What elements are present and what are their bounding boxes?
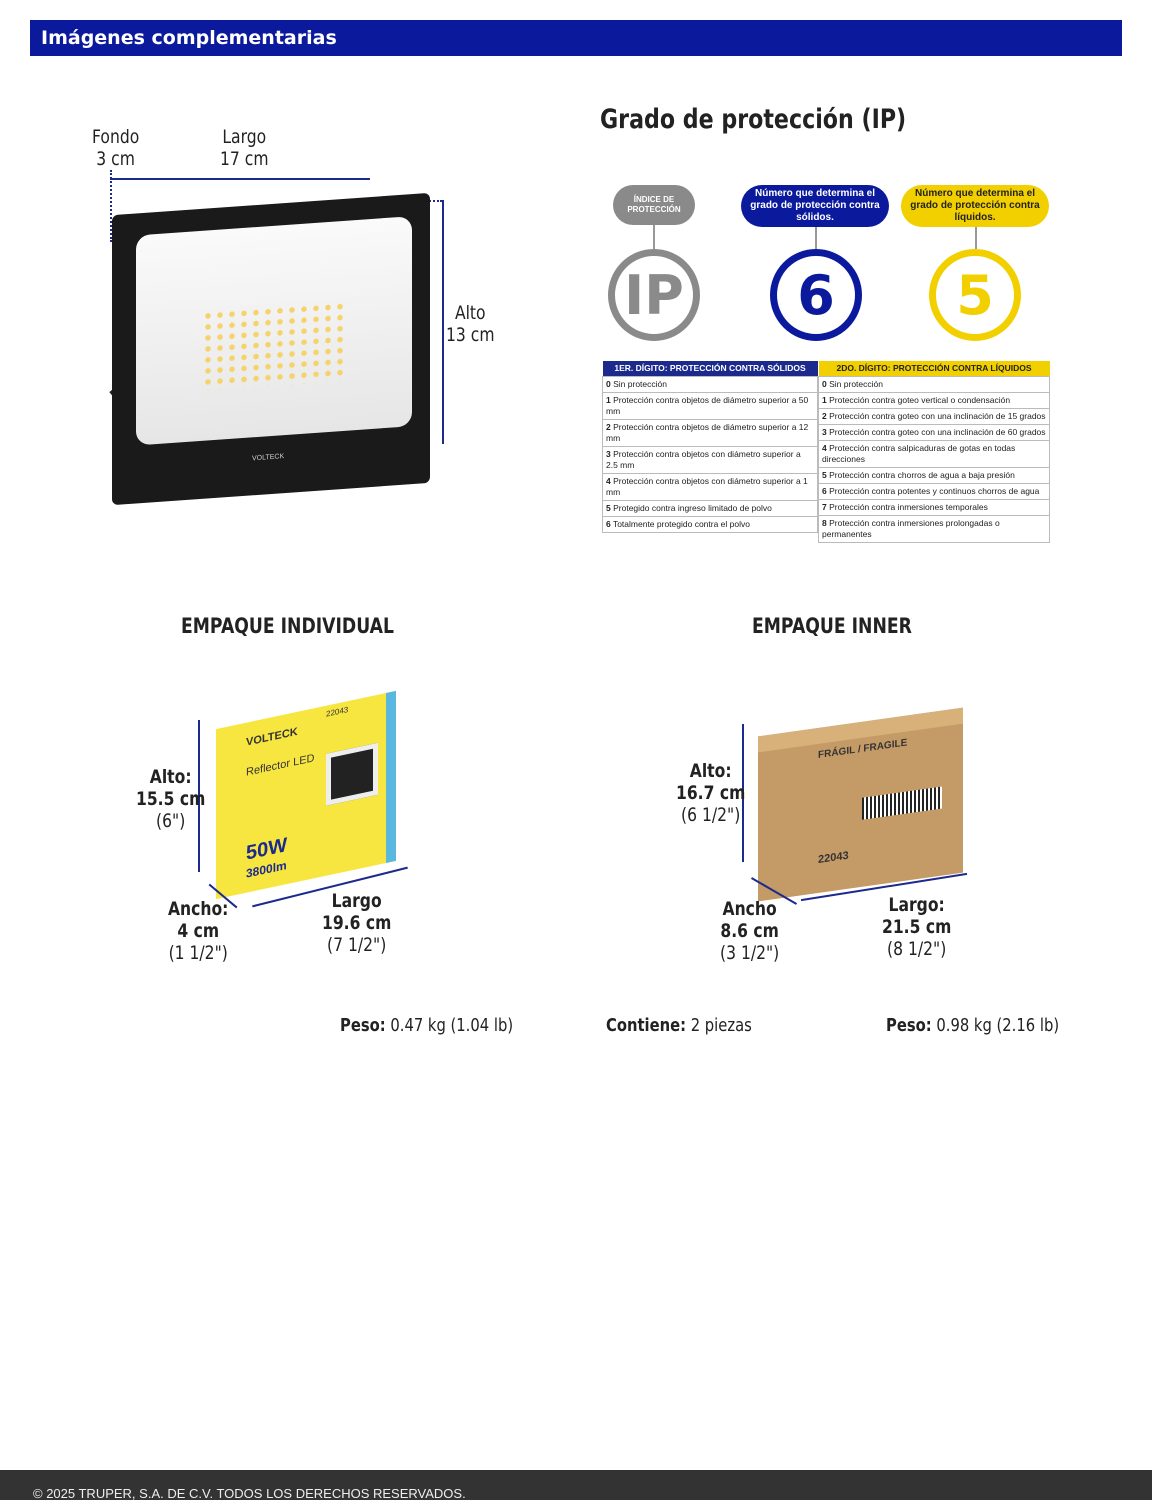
individual-ancho: Ancho:4 cm(1 1/2") bbox=[168, 898, 229, 964]
individual-box-image: VOLTECK Reflector LED 50W 3800lm 22043 bbox=[216, 690, 406, 900]
row-text: Protección contra goteo con una inclinac… bbox=[829, 411, 1046, 421]
table-row: 1 Protección contra goteo vertical o con… bbox=[818, 392, 1050, 409]
row-text: Protección contra objetos con diámetro s… bbox=[606, 449, 801, 470]
table-row: 4 Protección contra objetos con diámetro… bbox=[602, 473, 818, 501]
table-row: 0 Sin protección bbox=[818, 376, 1050, 393]
ip-title: Grado de protección (IP) bbox=[600, 104, 907, 135]
footer-copyright: © 2025 TRUPER, S.A. DE C.V. TODOS LOS DE… bbox=[0, 1470, 1152, 1501]
table-cell: 8 Protección contra inmersiones prolonga… bbox=[818, 515, 1050, 543]
table-row: 3 Protección contra objetos con diámetro… bbox=[602, 446, 818, 474]
solids-pill: Número que determina el grado de protecc… bbox=[741, 185, 889, 227]
row-text: Protección contra goteo con una inclinac… bbox=[829, 427, 1046, 437]
table-cell: 5 Protegido contra ingreso limitado de p… bbox=[602, 500, 818, 517]
inner-contents: Contiene: 2 piezas bbox=[606, 1015, 752, 1036]
table-row: 0 Sin protección bbox=[602, 376, 818, 393]
row-number: 3 bbox=[606, 449, 611, 459]
individual-title: EMPAQUE INDIVIDUAL bbox=[181, 614, 394, 638]
row-text: Totalmente protegido contra el polvo bbox=[612, 519, 750, 529]
inner-alto: Alto:16.7 cm(6 1/2") bbox=[676, 760, 746, 826]
individual-alto: Alto:15.5 cm(6") bbox=[136, 766, 206, 832]
table-cell: 3 Protección contra objetos con diámetro… bbox=[602, 446, 818, 474]
row-text: Protección contra inmersiones temporales bbox=[829, 502, 988, 512]
table-row: 1 Protección contra objetos de diámetro … bbox=[602, 392, 818, 420]
table-row: 4 Protección contra salpicaduras de gota… bbox=[818, 440, 1050, 468]
table-row: 5 Protección contra chorros de agua a ba… bbox=[818, 467, 1050, 484]
row-text: Protección contra inmersiones prolongada… bbox=[822, 518, 1000, 539]
table-cell: 1 Protección contra goteo vertical o con… bbox=[818, 392, 1050, 409]
table-cell: 2 Protección contra objetos de diámetro … bbox=[602, 419, 818, 447]
row-number: 1 bbox=[822, 395, 827, 405]
table-row: 2 Protección contra goteo con una inclin… bbox=[818, 408, 1050, 425]
row-text: Protección contra objetos con diámetro s… bbox=[606, 476, 808, 497]
row-number: 7 bbox=[822, 502, 827, 512]
row-text: Protección contra goteo vertical o conde… bbox=[829, 395, 1011, 405]
inner-largo: Largo:21.5 cm(8 1/2") bbox=[882, 894, 952, 960]
table-cell: 5 Protección contra chorros de agua a ba… bbox=[818, 467, 1050, 484]
row-text: Sin protección bbox=[829, 379, 883, 389]
table-row: 2 Protección contra objetos de diámetro … bbox=[602, 419, 818, 447]
row-number: 2 bbox=[822, 411, 827, 421]
ip-code-circle: IP bbox=[608, 249, 700, 341]
row-text: Protegido contra ingreso limitado de pol… bbox=[613, 503, 772, 513]
row-number: 6 bbox=[822, 486, 827, 496]
row-number: 5 bbox=[822, 470, 827, 480]
row-number: 0 bbox=[822, 379, 827, 389]
solids-header: 1ER. DÍGITO: PROTECCIÓN CONTRA SÓLIDOS bbox=[602, 361, 818, 377]
brand-logo: VOLTECK bbox=[252, 453, 285, 463]
table-cell: 3 Protección contra goteo con una inclin… bbox=[818, 424, 1050, 441]
row-number: 4 bbox=[822, 443, 827, 453]
table-row: 5 Protegido contra ingreso limitado de p… bbox=[602, 500, 818, 517]
table-cell: 6 Protección contra potentes y continuos… bbox=[818, 483, 1050, 500]
table-cell: 7 Protección contra inmersiones temporal… bbox=[818, 499, 1050, 516]
table-row: 6 Protección contra potentes y continuos… bbox=[818, 483, 1050, 500]
row-text: Sin protección bbox=[613, 379, 667, 389]
row-number: 4 bbox=[606, 476, 611, 486]
table-row: 8 Protección contra inmersiones prolonga… bbox=[818, 515, 1050, 543]
table-cell: 1 Protección contra objetos de diámetro … bbox=[602, 392, 818, 420]
table-row: 6 Totalmente protegido contra el polvo bbox=[602, 516, 818, 533]
row-number: 5 bbox=[606, 503, 611, 513]
liquids-digit-circle: 5 bbox=[929, 249, 1021, 341]
row-text: Protección contra objetos de diámetro su… bbox=[606, 422, 809, 443]
row-text: Protección contra objetos de diámetro su… bbox=[606, 395, 809, 416]
table-cell: 0 Sin protección bbox=[818, 376, 1050, 393]
row-number: 8 bbox=[822, 518, 827, 528]
inner-box-image: FRÁGIL / FRAGILE 22043 bbox=[758, 700, 968, 902]
inner-title: EMPAQUE INNER bbox=[752, 614, 912, 638]
table-row: 3 Protección contra goteo con una inclin… bbox=[818, 424, 1050, 441]
table-row: 7 Protección contra inmersiones temporal… bbox=[818, 499, 1050, 516]
table-cell: 6 Totalmente protegido contra el polvo bbox=[602, 516, 818, 533]
row-text: Protección contra potentes y continuos c… bbox=[829, 486, 1040, 496]
row-number: 0 bbox=[606, 379, 611, 389]
table-cell: 0 Sin protección bbox=[602, 376, 818, 393]
row-number: 6 bbox=[606, 519, 611, 529]
liquids-header: 2DO. DÍGITO: PROTECCIÓN CONTRA LÍQUIDOS bbox=[818, 361, 1050, 377]
solids-digit-circle: 6 bbox=[770, 249, 862, 341]
table-cell: 2 Protección contra goteo con una inclin… bbox=[818, 408, 1050, 425]
table-cell: 4 Protección contra objetos con diámetro… bbox=[602, 473, 818, 501]
table-cell: 4 Protección contra salpicaduras de gota… bbox=[818, 440, 1050, 468]
row-text: Protección contra chorros de agua a baja… bbox=[829, 470, 1015, 480]
individual-weight: Peso: 0.47 kg (1.04 lb) bbox=[340, 1015, 514, 1036]
section-header: Imágenes complementarias bbox=[30, 20, 1122, 56]
row-number: 2 bbox=[606, 422, 611, 432]
index-pill: ÍNDICE DE PROTECCIÓN bbox=[613, 185, 695, 225]
row-number: 1 bbox=[606, 395, 611, 405]
row-text: Protección contra salpicaduras de gotas … bbox=[822, 443, 1016, 464]
row-number: 3 bbox=[822, 427, 827, 437]
inner-weight: Peso: 0.98 kg (2.16 lb) bbox=[886, 1015, 1060, 1036]
liquids-pill: Número que determina el grado de protecc… bbox=[901, 185, 1049, 227]
